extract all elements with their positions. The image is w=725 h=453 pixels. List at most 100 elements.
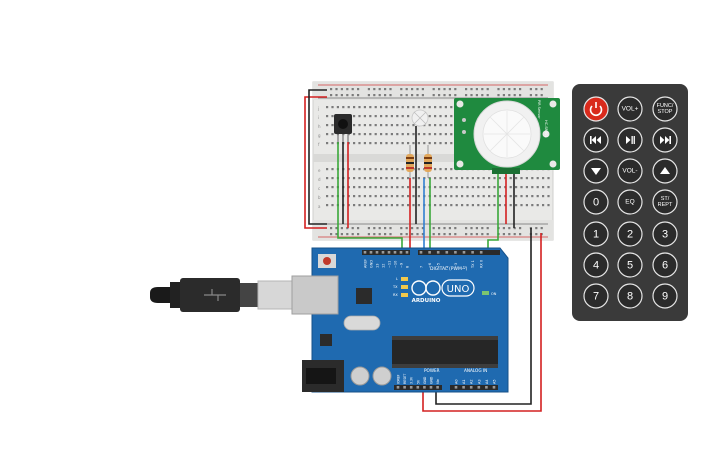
- rail-hole[interactable]: [400, 88, 403, 91]
- header-pin[interactable]: [485, 386, 488, 389]
- breadboard-hole[interactable]: [520, 186, 523, 189]
- rail-hole[interactable]: [411, 227, 414, 230]
- rail-hole[interactable]: [502, 94, 505, 97]
- breadboard-hole[interactable]: [353, 142, 356, 145]
- rail-hole[interactable]: [438, 94, 441, 97]
- rail-hole[interactable]: [438, 233, 441, 236]
- header-pin[interactable]: [471, 251, 474, 254]
- header-pin[interactable]: [416, 386, 420, 389]
- rail-hole[interactable]: [454, 233, 457, 236]
- breadboard-hole[interactable]: [390, 124, 393, 127]
- breadboard-hole[interactable]: [466, 177, 469, 180]
- rail-hole[interactable]: [486, 88, 489, 91]
- breadboard-hole[interactable]: [515, 204, 518, 207]
- breadboard-hole[interactable]: [385, 142, 388, 145]
- rail-hole[interactable]: [540, 227, 543, 230]
- remote-button-st-rept[interactable]: ST/REPT: [652, 189, 678, 215]
- breadboard-hole[interactable]: [525, 204, 528, 207]
- rail-hole[interactable]: [405, 88, 408, 91]
- breadboard-hole[interactable]: [353, 186, 356, 189]
- breadboard-hole[interactable]: [385, 106, 388, 109]
- breadboard-hole[interactable]: [407, 204, 410, 207]
- breadboard-hole[interactable]: [498, 186, 501, 189]
- breadboard-hole[interactable]: [331, 204, 334, 207]
- remote-button-up[interactable]: [652, 158, 678, 184]
- breadboard-hole[interactable]: [423, 106, 426, 109]
- breadboard-hole[interactable]: [374, 142, 377, 145]
- breadboard-hole[interactable]: [369, 133, 372, 136]
- header-pin[interactable]: [403, 386, 406, 389]
- breadboard-hole[interactable]: [363, 204, 366, 207]
- breadboard-hole[interactable]: [444, 115, 447, 118]
- rail-hole[interactable]: [411, 233, 414, 236]
- breadboard-hole[interactable]: [363, 124, 366, 127]
- rail-hole[interactable]: [340, 227, 343, 230]
- remote-button-zero[interactable]: 0: [583, 189, 609, 215]
- breadboard-hole[interactable]: [385, 124, 388, 127]
- breadboard-hole[interactable]: [385, 177, 388, 180]
- rail-hole[interactable]: [405, 227, 408, 230]
- header-pin[interactable]: [381, 251, 385, 254]
- breadboard-hole[interactable]: [326, 106, 329, 109]
- breadboard-hole[interactable]: [369, 177, 372, 180]
- rail-hole[interactable]: [330, 88, 333, 91]
- rail-hole[interactable]: [481, 233, 484, 236]
- breadboard-hole[interactable]: [428, 115, 431, 118]
- rail-hole[interactable]: [475, 94, 478, 97]
- breadboard-hole[interactable]: [488, 177, 491, 180]
- breadboard-hole[interactable]: [331, 142, 334, 145]
- rail-hole[interactable]: [346, 88, 349, 91]
- breadboard-hole[interactable]: [428, 142, 431, 145]
- rail-hole[interactable]: [465, 88, 468, 91]
- rail-hole[interactable]: [448, 227, 451, 230]
- breadboard-hole[interactable]: [380, 177, 383, 180]
- breadboard-hole[interactable]: [536, 186, 539, 189]
- breadboard-hole[interactable]: [444, 195, 447, 198]
- rail-hole[interactable]: [465, 94, 468, 97]
- rail-hole[interactable]: [513, 233, 516, 236]
- breadboard-hole[interactable]: [326, 204, 329, 207]
- breadboard-hole[interactable]: [331, 124, 334, 127]
- breadboard-hole[interactable]: [380, 186, 383, 189]
- breadboard-hole[interactable]: [396, 106, 399, 109]
- rail-hole[interactable]: [384, 227, 387, 230]
- breadboard-hole[interactable]: [439, 106, 442, 109]
- header-pin[interactable]: [477, 386, 481, 389]
- breadboard-hole[interactable]: [396, 115, 399, 118]
- breadboard-hole[interactable]: [390, 106, 393, 109]
- breadboard-hole[interactable]: [547, 195, 550, 198]
- breadboard-hole[interactable]: [390, 177, 393, 180]
- rail-hole[interactable]: [416, 233, 419, 236]
- breadboard-hole[interactable]: [401, 177, 404, 180]
- rail-hole[interactable]: [475, 233, 478, 236]
- header-pin[interactable]: [492, 386, 496, 389]
- breadboard-hole[interactable]: [385, 204, 388, 207]
- breadboard-hole[interactable]: [407, 115, 410, 118]
- rail-hole[interactable]: [384, 233, 387, 236]
- rail-hole[interactable]: [389, 88, 392, 91]
- breadboard-hole[interactable]: [412, 133, 415, 136]
- rail-hole[interactable]: [335, 233, 338, 236]
- breadboard-hole[interactable]: [547, 177, 550, 180]
- breadboard-hole[interactable]: [412, 177, 415, 180]
- header-pin[interactable]: [375, 251, 379, 254]
- rail-hole[interactable]: [384, 88, 387, 91]
- usb-cable[interactable]: [150, 278, 293, 312]
- rail-hole[interactable]: [443, 88, 446, 91]
- rail-hole[interactable]: [502, 233, 505, 236]
- breadboard-hole[interactable]: [542, 204, 545, 207]
- rail-hole[interactable]: [340, 88, 343, 91]
- header-pin[interactable]: [469, 386, 473, 389]
- breadboard-hole[interactable]: [482, 177, 485, 180]
- breadboard-hole[interactable]: [407, 124, 410, 127]
- rail-hole[interactable]: [438, 227, 441, 230]
- breadboard-hole[interactable]: [401, 195, 404, 198]
- breadboard-hole[interactable]: [390, 195, 393, 198]
- breadboard-hole[interactable]: [331, 133, 334, 136]
- breadboard-hole[interactable]: [401, 186, 404, 189]
- rail-hole[interactable]: [486, 94, 489, 97]
- rail-hole[interactable]: [540, 94, 543, 97]
- rail-hole[interactable]: [519, 94, 522, 97]
- breadboard-hole[interactable]: [331, 115, 334, 118]
- rail-hole[interactable]: [400, 233, 403, 236]
